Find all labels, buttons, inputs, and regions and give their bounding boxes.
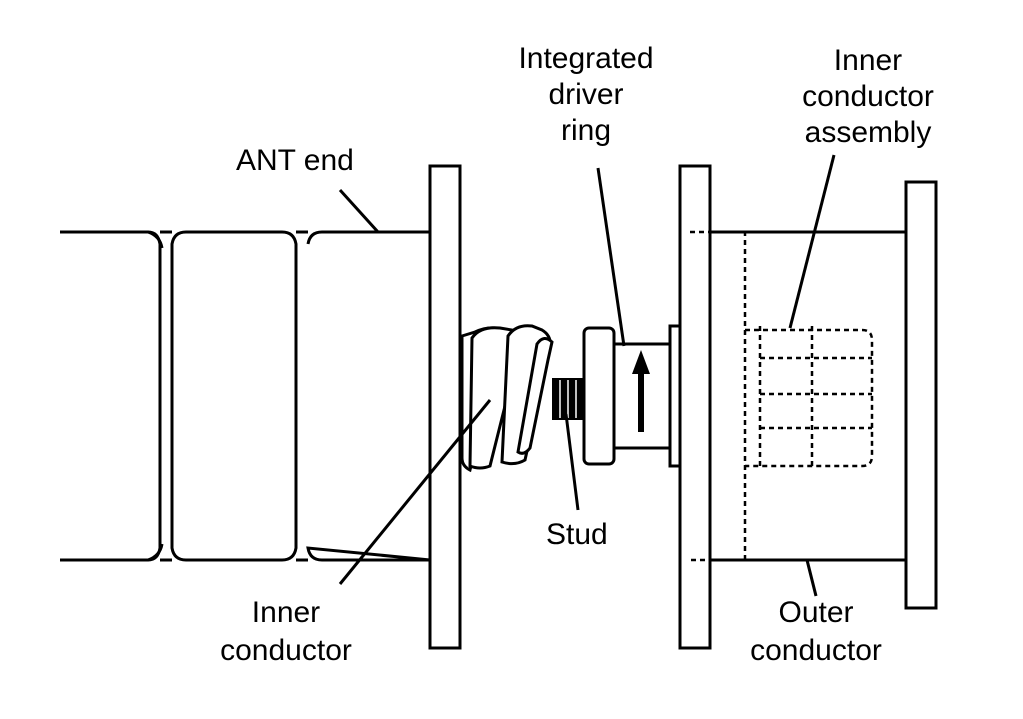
label-inner-conductor-line1: Inner [252, 596, 320, 629]
left-flange [428, 164, 462, 650]
label-inner-conductor-assembly-line1: Inner [834, 44, 902, 77]
label-stud: Stud [546, 518, 608, 551]
label-integrated-driver-ring-line1: Integrated [518, 42, 653, 75]
middle-flange [678, 164, 712, 650]
stud-thread [559, 380, 577, 418]
label-outer-conductor-line1: Outer [778, 596, 853, 629]
right-flange [904, 180, 938, 610]
label-inner-conductor-assembly-line3: assembly [805, 116, 932, 149]
label-inner-conductor-line2: conductor [220, 634, 352, 667]
label-inner-conductor-assembly-line2: conductor [802, 80, 934, 113]
leader-lines [338, 154, 836, 597]
label-ant-end: ANT end [236, 144, 354, 177]
outer-conductor-body [690, 230, 906, 562]
label-integrated-driver-ring-line3: ring [561, 114, 611, 147]
integrated-driver-ring [582, 324, 686, 468]
inner-conductor-helix [460, 324, 554, 473]
label-outer-conductor-line2: conductor [750, 634, 882, 667]
corrugated-cable [60, 230, 431, 562]
label-integrated-driver-ring-line2: driver [548, 78, 623, 111]
